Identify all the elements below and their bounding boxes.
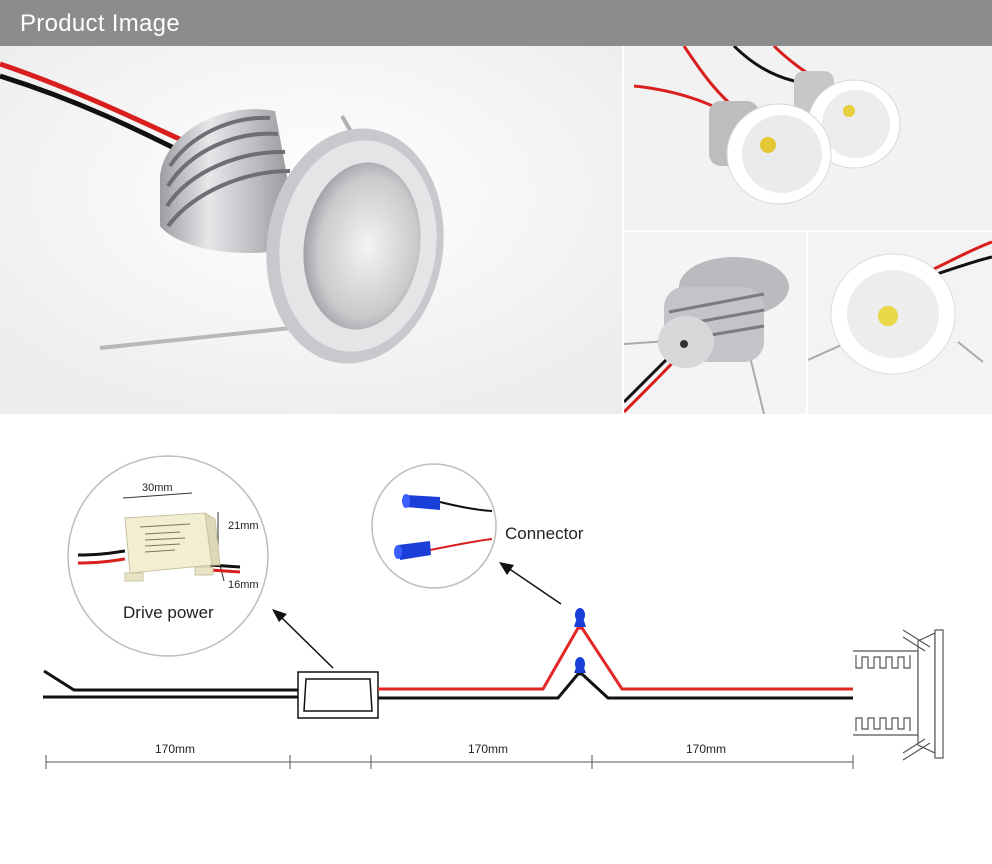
wire-nut-icon — [394, 541, 431, 560]
driver-box-image — [124, 512, 221, 582]
segment-length-label: 170mm — [686, 742, 726, 756]
page-title: Product Image — [20, 10, 180, 37]
segment-length-label: 170mm — [155, 742, 195, 756]
output-wire-red — [378, 626, 853, 691]
wire-nut-icon — [574, 608, 586, 627]
wire-nut-icon — [574, 657, 586, 673]
light-fixture-section — [853, 629, 944, 761]
driver-height-label: 21mm — [228, 520, 259, 532]
drive-power-label: Drive power — [123, 603, 214, 622]
product-photo-side — [624, 232, 806, 414]
segment-length-label: 170mm — [468, 742, 508, 756]
wiring-diagram: 30mm 21mm 16mm Drive power — [43, 455, 944, 769]
driver-depth-label: 16mm — [228, 579, 259, 591]
connector-callout: Connector — [371, 463, 584, 589]
output-wire-black — [378, 672, 853, 700]
drive-power-callout: 30mm 21mm 16mm Drive power — [67, 455, 269, 657]
connector-label: Connector — [505, 524, 584, 543]
product-photo-main — [0, 46, 622, 414]
product-photo-white-pair — [624, 46, 992, 230]
driver-box — [297, 671, 379, 719]
arrow-to-connector — [499, 562, 562, 605]
product-photo-front — [808, 232, 992, 414]
header-bar: Product Image — [0, 0, 992, 46]
input-wire — [43, 669, 300, 699]
arrow-to-drive-power — [272, 609, 334, 669]
wire-nut-icon — [402, 494, 440, 510]
dimension-line — [45, 755, 854, 769]
driver-width-label: 30mm — [142, 482, 173, 494]
